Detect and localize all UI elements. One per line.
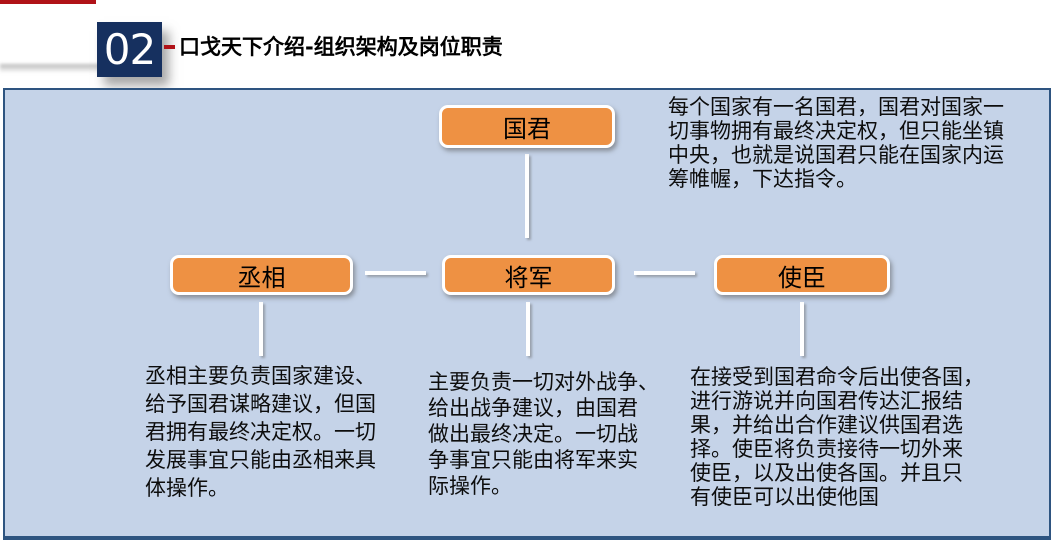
org-node-envoy-label: 使臣 [778, 263, 826, 292]
envoy-description: 在接受到国君命令后出使各国， 进行游说并向国君传达汇报结 果，并给出合作建议供国… [690, 365, 984, 509]
connector-chancellor-desc [259, 302, 263, 356]
connector-monarch-general [525, 154, 529, 238]
page-title: 口戈天下介绍-组织架构及岗位职责 [179, 35, 503, 59]
section-number-box: 02 [97, 22, 162, 77]
org-node-monarch: 国君 [439, 105, 615, 148]
org-node-envoy: 使臣 [714, 255, 890, 295]
section-number: 02 [103, 24, 156, 74]
monarch-description: 每个国家有一名国君，国君对国家一 切事物拥有最终决定权，但只能坐镇 中央，也就是… [668, 95, 1004, 191]
org-node-general-label: 将军 [504, 263, 553, 292]
general-description: 主要负责一切对外战争、 给出战争建议，由国君 做出最终决定。一切战 争事宜只能由… [428, 370, 659, 498]
chancellor-description: 丞相主要负责国家建设、 给予国君谋略建议，但国 君拥有最终决定权。一切 发展事宜… [145, 364, 376, 500]
connector-envoy-desc [800, 302, 804, 356]
org-node-chancellor-label: 丞相 [237, 263, 286, 292]
connector-general-desc [526, 302, 530, 356]
org-node-monarch-label: 国君 [503, 115, 551, 143]
header-accent-line [0, 0, 96, 4]
connector-general-envoy [634, 271, 695, 275]
org-node-general: 将军 [442, 255, 615, 295]
header-accent-line-shadow [0, 64, 114, 73]
connector-chancellor-general [365, 271, 426, 275]
org-node-chancellor: 丞相 [170, 255, 353, 295]
header-accent-dash [164, 45, 175, 49]
